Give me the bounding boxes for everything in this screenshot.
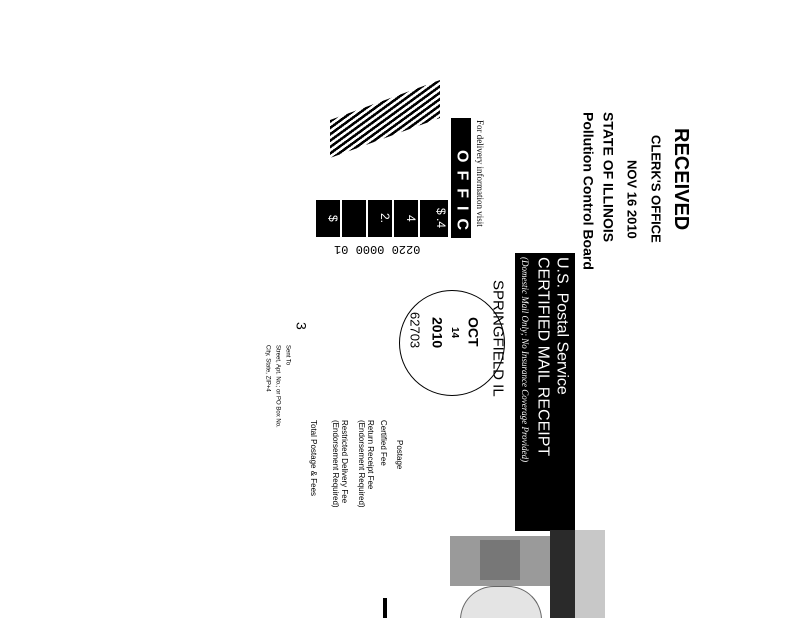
amount-box: $	[316, 200, 340, 237]
fee-label: Certified Fee	[378, 420, 388, 466]
fee-label: Restricted Delivery Fee (Endorsement Req…	[331, 420, 349, 508]
official-use-banner: OFFIC	[451, 118, 471, 238]
receipt-title: CERTIFIED MAIL RECEIPT	[534, 257, 552, 457]
fee-label: Total Postage & Fees	[308, 420, 318, 497]
official-use-label: OFFIC	[453, 150, 471, 238]
state-name: STATE OF ILLINOIS	[600, 112, 617, 243]
fee-label: Return Receipt Fee (Endorsement Required…	[357, 420, 375, 508]
receipt-header: U.S. Postal Service	[553, 257, 571, 395]
receipt-header-bar: U.S. Postal Service CERTIFIED MAIL RECEI…	[515, 253, 575, 531]
clerks-office: CLERK'S OFFICE	[648, 135, 664, 243]
amount-box	[342, 200, 366, 237]
amount-box: 2.	[368, 200, 392, 237]
postmark-circle	[399, 290, 505, 396]
fee-label: Postage	[394, 440, 404, 470]
postmark-year: 2010	[429, 317, 446, 349]
article-number: 0220 0000 01	[334, 242, 421, 256]
amount-box: 4	[394, 200, 418, 237]
postmark-month: OCT	[465, 317, 482, 347]
received-title: RECEIVED	[670, 128, 692, 231]
received-date: NOV 16 2010	[624, 160, 640, 239]
recipient-label: Sent To	[284, 345, 291, 366]
postmark: SPRINGFIELD IL OCT 14 2010 62703	[393, 272, 511, 412]
board-name: Pollution Control Board	[580, 112, 597, 270]
amount-box: $ .4	[420, 200, 448, 237]
postmark-day: 14	[449, 327, 460, 339]
postmark-zip: 62703	[407, 312, 423, 349]
redacted-area	[575, 530, 605, 618]
recipient-number: 3	[293, 322, 310, 330]
receipt-subtitle: (Domestic Mail Only; No Insurance Covera…	[519, 257, 530, 463]
handwriting-scribble	[330, 79, 440, 159]
scan-mark	[383, 598, 387, 618]
recipient-label: Street, Apt. No.; or PO Box No.	[274, 345, 281, 428]
delivery-info-text: For delivery information visit	[474, 120, 485, 227]
redacted-area	[480, 540, 520, 580]
postmark-city: SPRINGFIELD IL	[489, 280, 507, 397]
redacted-area	[460, 586, 542, 618]
redacted-area	[550, 530, 575, 618]
recipient-label: City, State, ZIP+4	[264, 345, 271, 392]
